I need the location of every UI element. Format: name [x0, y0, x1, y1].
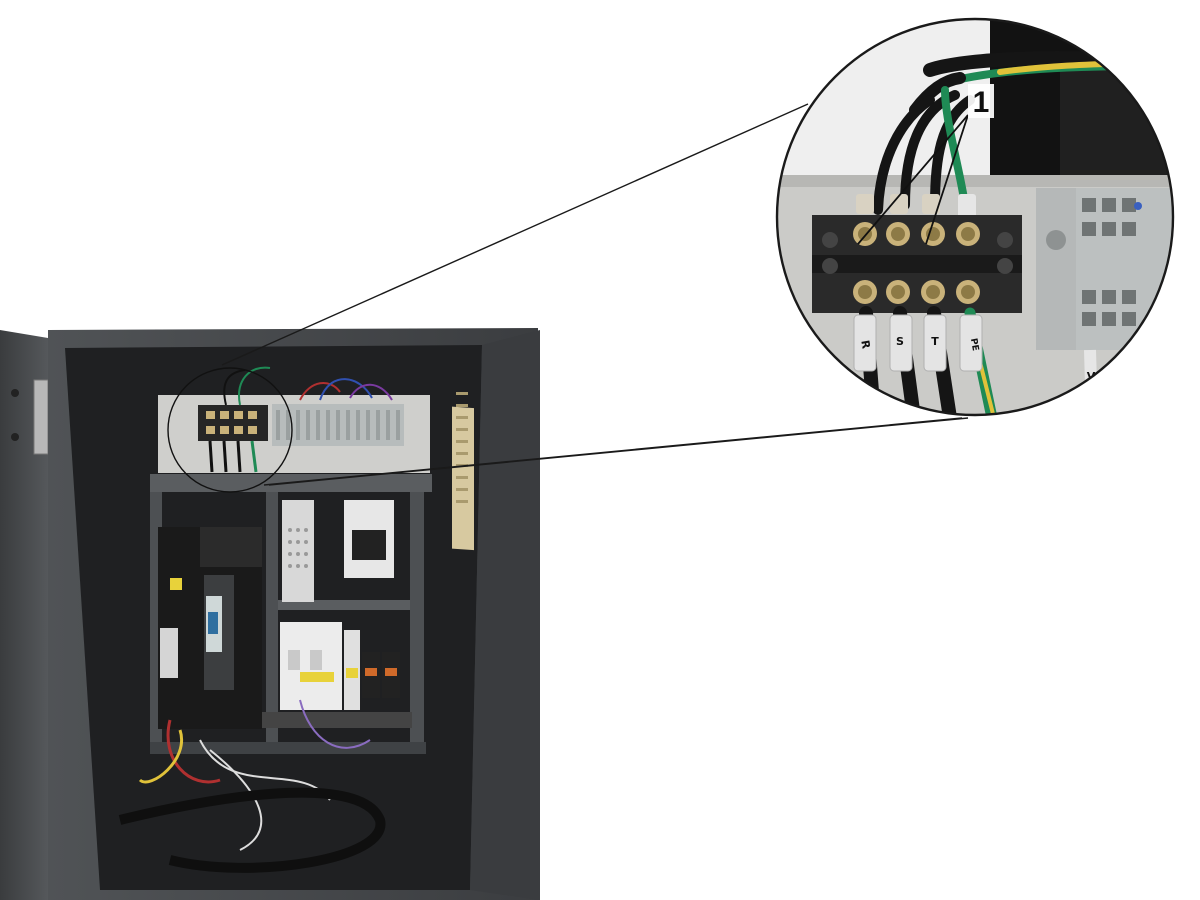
- cabinet-door: [0, 330, 48, 900]
- lower-frame-mid: [266, 492, 278, 742]
- zoom-leader-lines: [221, 103, 969, 486]
- din-terminals: [272, 404, 404, 446]
- zoom-detail: R S T PE V: [777, 19, 1173, 415]
- terminal-label-t: T: [931, 335, 939, 348]
- terminal-label-s: S: [896, 335, 904, 348]
- power-supply: [282, 500, 314, 602]
- lower-frame-right: [410, 492, 424, 742]
- callout-1: 1: [857, 84, 994, 245]
- terminal-label-r: R: [858, 339, 872, 350]
- electrical-cabinet: [0, 328, 540, 900]
- main-terminal-block: [198, 405, 268, 441]
- callout-number: 1: [973, 86, 990, 119]
- door-hinge-top: [33, 379, 49, 455]
- terminal-screws: [853, 222, 980, 304]
- cabinet-side-wall: [470, 330, 540, 900]
- detail-marker-circle: [167, 367, 293, 493]
- circuit-breakers: [280, 622, 400, 710]
- terminal-label-pe: PE: [968, 338, 980, 352]
- zoom-circle-outline: [775, 17, 1175, 417]
